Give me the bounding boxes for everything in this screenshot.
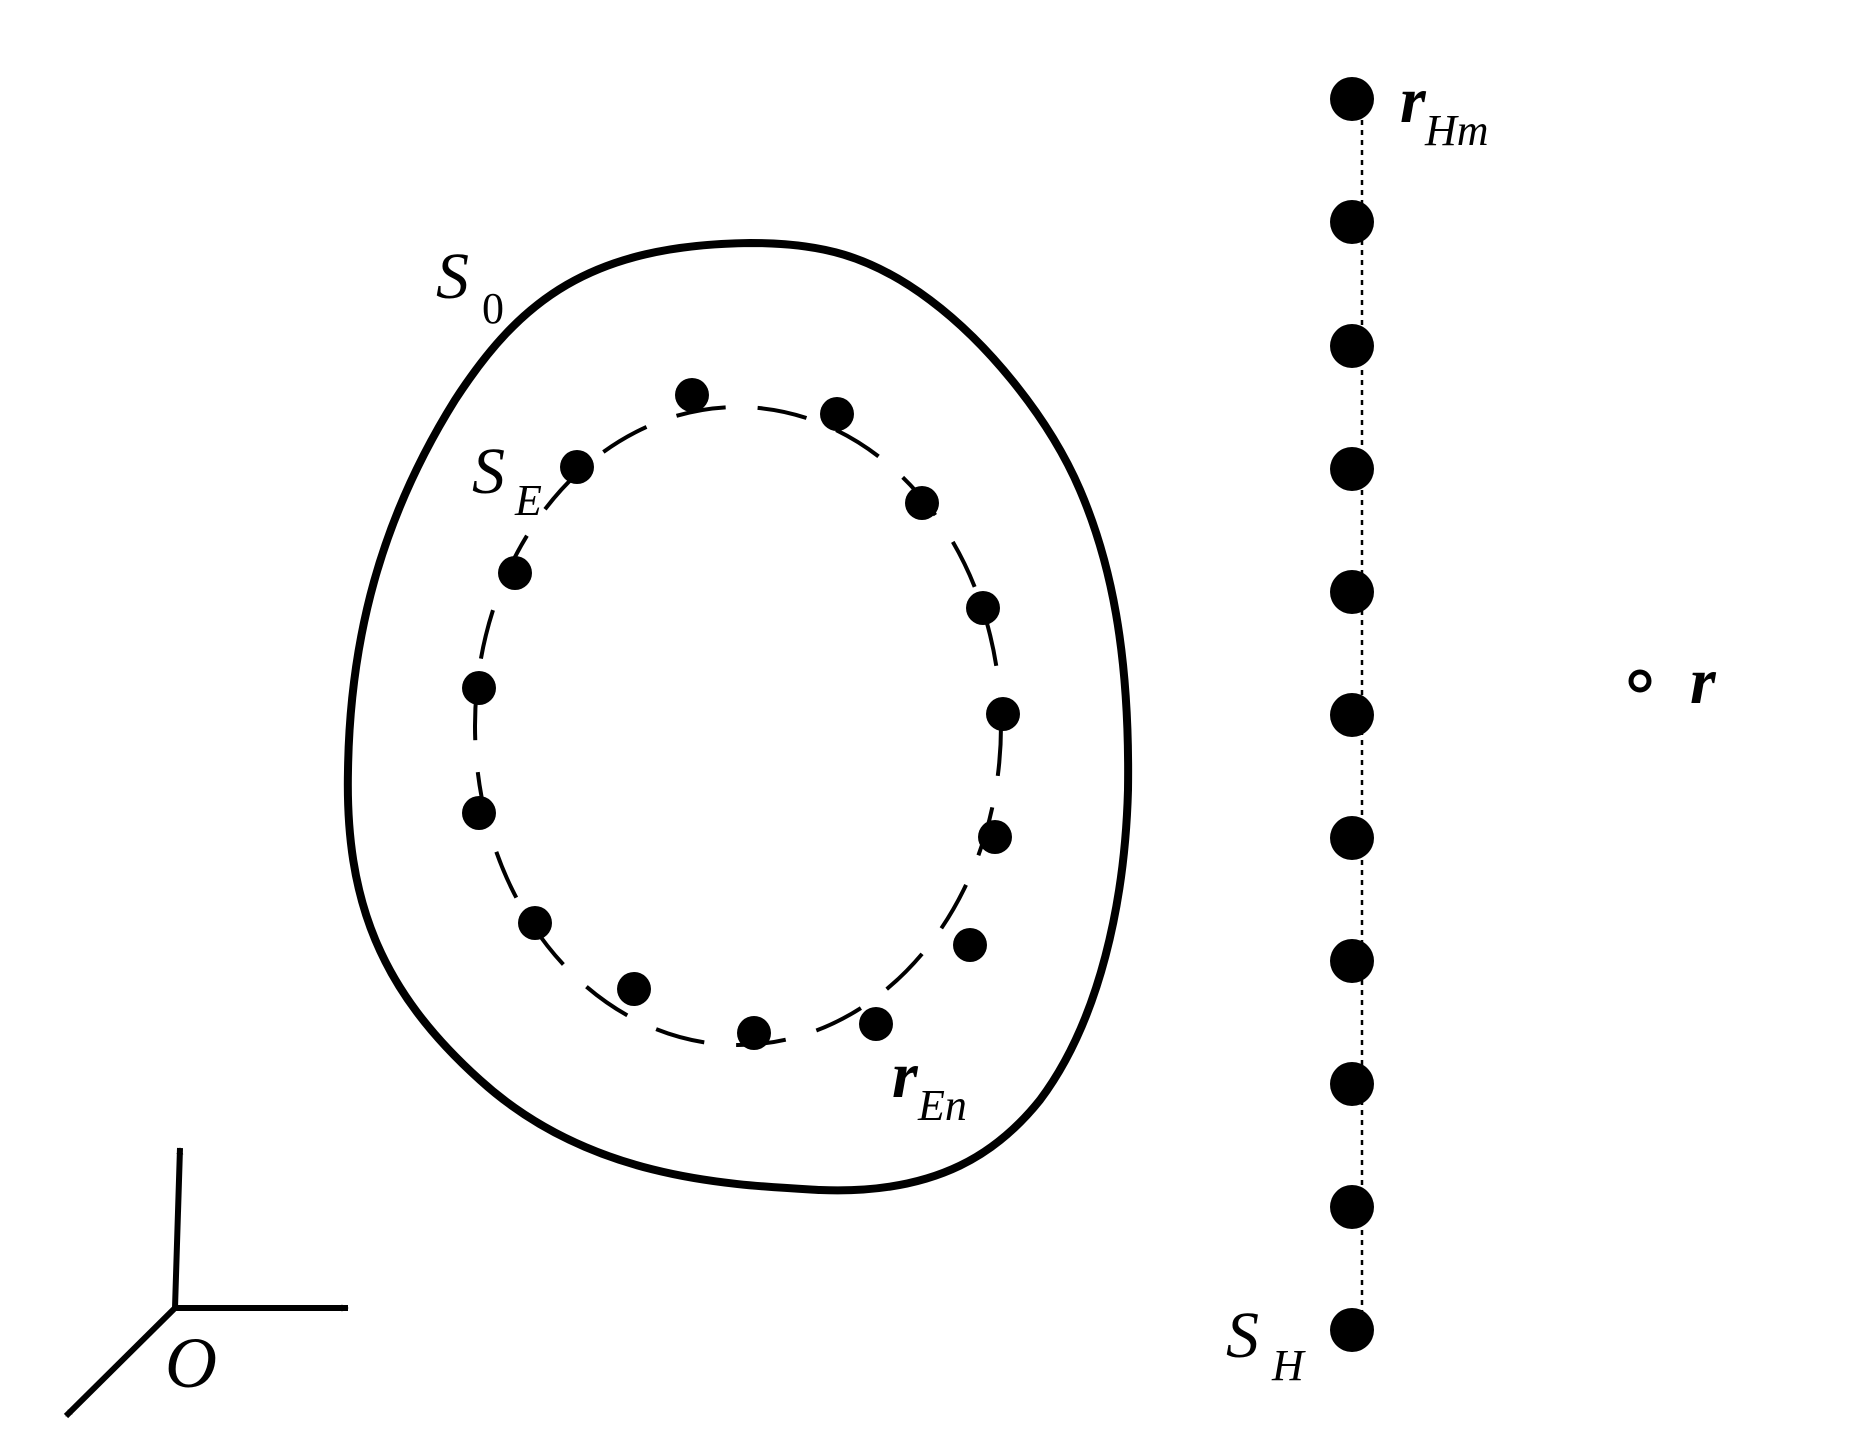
sh-source-point [1330,570,1374,614]
se-source-point [953,928,987,962]
se-source-point [737,1016,771,1050]
se-source-point [905,486,939,520]
sh-source-point [1330,200,1374,244]
se-source-point [462,671,496,705]
sh-source-point [1330,1062,1374,1106]
y-axis-arrow [172,1147,184,1309]
sh-source-point [1330,77,1374,121]
se-source-points [462,378,1020,1050]
se-source-point [560,450,594,484]
se-source-point [617,972,651,1006]
sh-source-points [1330,77,1374,1352]
se-source-point [966,591,1000,625]
label-r-hm: rHm [1400,64,1489,155]
sh-source-point [1330,1185,1374,1229]
label-r-en: rEn [892,1039,967,1130]
se-source-point [820,397,854,431]
se-source-point [859,1007,893,1041]
surface-s0-outline [343,238,1133,1195]
z-axis-arrow [63,1305,178,1419]
se-source-point [675,378,709,412]
se-source-point [518,906,552,940]
label-r-point: r [1690,645,1717,718]
sh-source-point [1330,324,1374,368]
se-source-point [462,796,496,830]
coordinate-axes [63,1147,349,1419]
observation-point-r [1628,669,1652,693]
sh-source-point [1330,693,1374,737]
sh-source-point [1330,939,1374,983]
sh-source-point [1330,1308,1374,1352]
se-source-point [986,697,1020,731]
se-source-point [498,556,532,590]
sh-source-point [1330,816,1374,860]
se-source-point [978,820,1012,854]
label-origin: O [165,1323,217,1403]
sh-source-point [1330,447,1374,491]
